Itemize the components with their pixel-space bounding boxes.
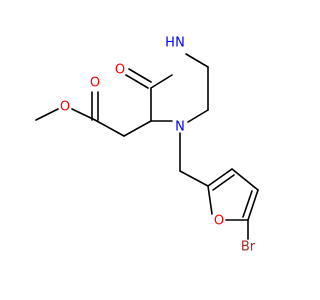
bond-carbonyl-ch2 [94,119,125,137]
bond-n4-c5 [185,53,209,68]
bond-c6-n1 [187,109,209,123]
ketone-oxygen-label: O [115,63,125,78]
molecule-structure: O O O H N N O Br [35,36,259,255]
bond-c3-ketone-a [125,74,149,89]
bond-furan-c4-c5-b [242,190,253,218]
bond-ch2-furan [179,170,209,187]
bromine-label: Br [241,240,256,255]
molecule-canvas: O O O H N N O Br [35,35,259,255]
bond-furan-c4-c5-a [247,189,259,221]
bond-furan-c3-c4 [231,168,259,191]
bond-c3-ketone-b [128,68,152,83]
amine-nitrogen-label: N [175,36,185,51]
bond-furan-c2-c3-b [212,174,235,191]
ester-oxygen-double-label: O [90,76,100,91]
bond-furan-o-c2 [207,185,213,215]
bond-furan-c2-c3-a [207,168,233,187]
bond-ch2-c2 [123,120,152,137]
ester-oxygen-single-label: O [60,100,70,115]
furan-oxygen-label: O [214,214,224,229]
bond-o-carbonyl [71,108,96,121]
ring-nitrogen-label: N [175,120,185,135]
bond-c3-n4 [150,74,173,89]
amine-hydrogen-label: H [165,36,175,51]
bond-methyl-o [35,108,59,121]
